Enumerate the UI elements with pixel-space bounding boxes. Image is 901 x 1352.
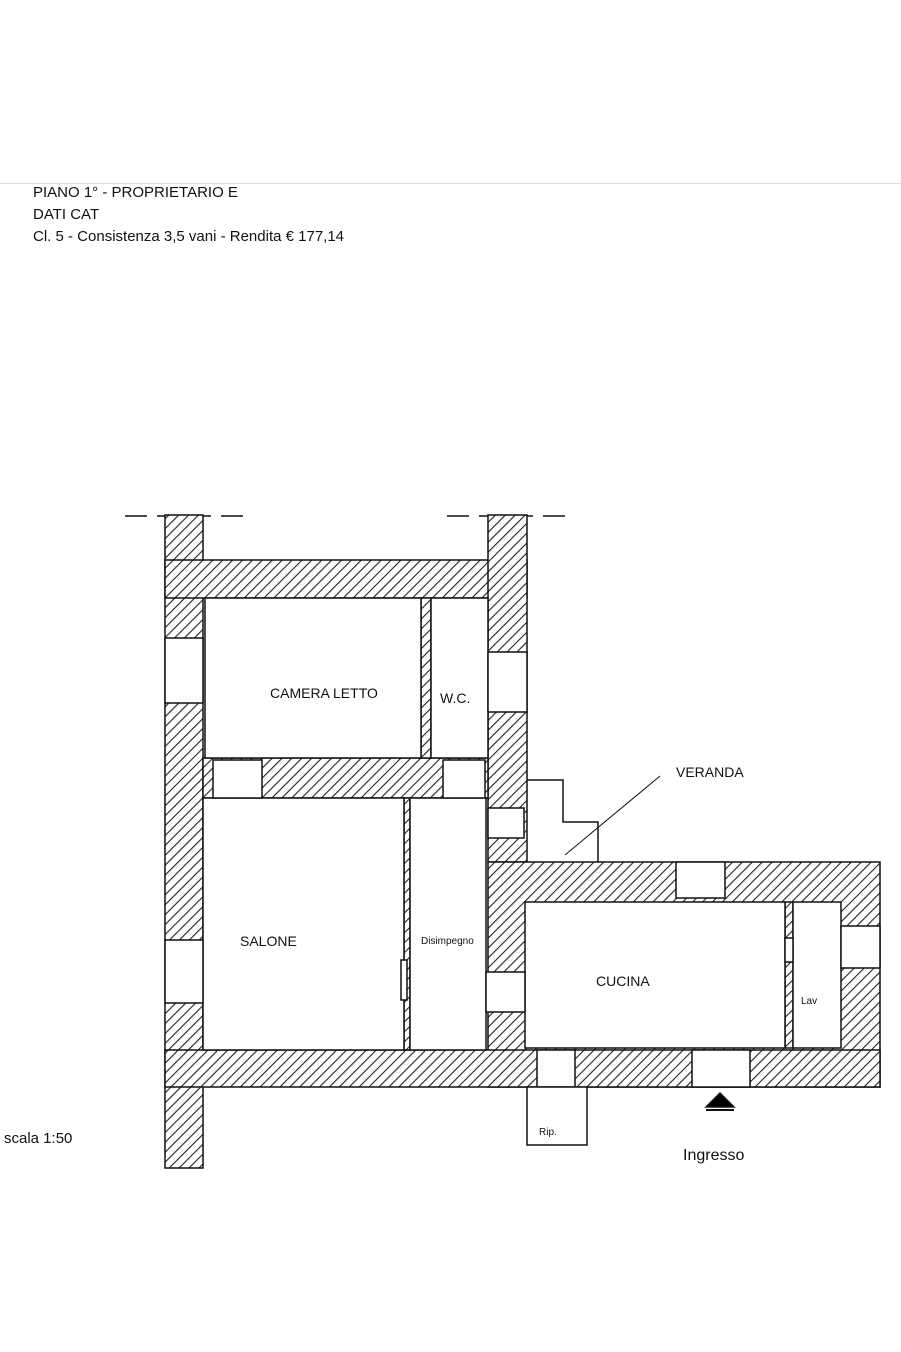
page-top-border bbox=[0, 183, 901, 184]
room-label-lav: Lav bbox=[801, 996, 817, 1007]
header-cadastral-title: DATI CAT bbox=[33, 206, 100, 223]
room-label-rip: Rip. bbox=[539, 1127, 557, 1138]
entrance-label: Ingresso bbox=[683, 1147, 744, 1164]
veranda-leader-line bbox=[564, 775, 661, 856]
header-cadastral-details: Cl. 5 - Consistenza 3,5 vani - Rendita €… bbox=[33, 228, 345, 245]
room-label-salone: SALONE bbox=[240, 933, 297, 949]
veranda-outline bbox=[527, 779, 599, 862]
room-label-camera-letto: CAMERA LETTO bbox=[270, 685, 378, 701]
rooms bbox=[202, 597, 879, 1051]
room-label-wc: W.C. bbox=[440, 690, 470, 706]
header-floor-owner: PIANO 1° - PROPRIETARIO E bbox=[33, 184, 238, 201]
room-label-cucina: CUCINA bbox=[596, 973, 650, 989]
room-label-disimpegno: Disimpegno bbox=[421, 936, 474, 947]
room-label-veranda: VERANDA bbox=[676, 764, 744, 780]
wall-openings bbox=[164, 637, 881, 1088]
scale-label: scala 1:50 bbox=[4, 1130, 72, 1147]
ripostiglio-box bbox=[526, 1086, 588, 1146]
entrance-arrow-icon bbox=[704, 1091, 736, 1108]
